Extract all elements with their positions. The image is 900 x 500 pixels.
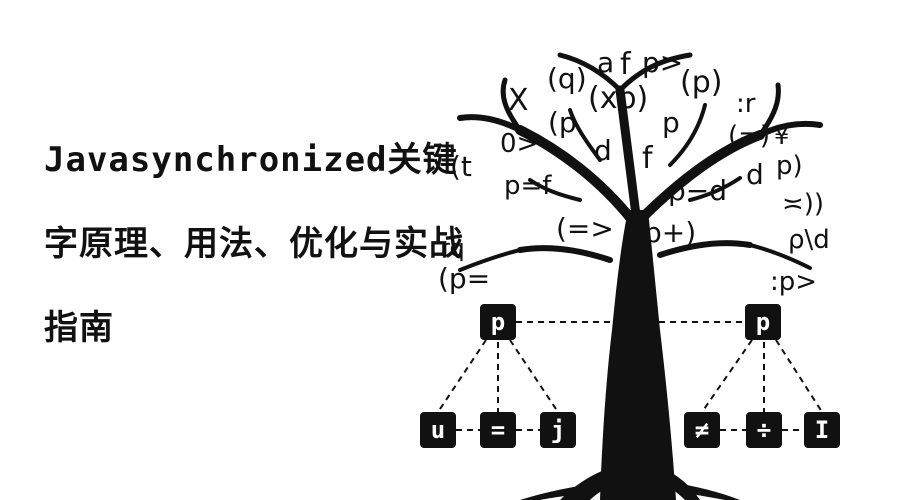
child-node-label: ÷: [757, 416, 771, 444]
child-node: u: [420, 412, 456, 448]
canopy-symbol: f: [620, 47, 632, 82]
right-parent-node: p: [745, 304, 781, 340]
canopy-symbol: (p=: [438, 262, 490, 295]
canopy-symbol: (t: [450, 150, 472, 183]
article-title: Javasynchronized关键 字原理、用法、优化与实战 指南: [44, 118, 564, 370]
canopy-symbol: :p>: [770, 267, 817, 297]
child-node-label: ≠: [695, 416, 709, 444]
canopy-symbol: (q): [547, 62, 587, 95]
canopy-symbol: p: [662, 106, 680, 139]
child-node-label: j: [551, 416, 565, 444]
canopy-symbol: d: [594, 134, 612, 167]
child-node: =: [480, 412, 516, 448]
canopy-symbol: d: [746, 158, 764, 191]
canopy-symbol: :r: [736, 89, 756, 119]
canopy-symbol: p−d: [668, 174, 727, 207]
tree-trunk: [520, 210, 740, 500]
canopy-symbol: ρ\d: [788, 225, 830, 255]
canopy-symbol: (xp): [588, 81, 648, 116]
title-line-1: Javasynchronized关键: [44, 140, 458, 180]
canopy-symbol: p=f: [504, 171, 552, 201]
canopy-symbol: p+): [644, 216, 696, 249]
child-node-label: I: [815, 416, 829, 444]
title-line-2: 字原理、用法、优化与实战: [44, 224, 464, 264]
canopy-symbols: (q) a f p> (p) X (xp) (p :r p (=) ¥ d f …: [438, 46, 830, 297]
canopy-symbol: p>: [642, 46, 683, 79]
right-child-nodes: ≠ ÷ I: [684, 412, 840, 448]
left-parent-node: p: [480, 304, 516, 340]
tree-branches: [457, 52, 823, 272]
child-node-label: u: [431, 416, 445, 444]
canopy-symbol: 0>: [500, 129, 538, 159]
canopy-symbol: a: [597, 46, 614, 79]
canopy-symbol: (p): [680, 65, 722, 100]
canopy-symbol: ≍)): [782, 189, 824, 219]
canopy-symbol: p): [776, 151, 803, 181]
canopy-symbol: (=): [728, 121, 770, 151]
canopy-symbol: (=>: [556, 212, 614, 245]
canopy-symbol: ¥: [774, 122, 789, 150]
canopy-symbol: rq: [440, 234, 465, 262]
child-node: j: [540, 412, 576, 448]
canopy-symbol: X: [508, 83, 529, 118]
tree-connectors: [437, 321, 823, 431]
title-line-3: 指南: [44, 308, 114, 348]
left-parent-node-label: p: [491, 308, 505, 336]
child-node: I: [804, 412, 840, 448]
left-child-nodes: u = j: [420, 412, 576, 448]
right-parent-node-label: p: [756, 308, 770, 336]
child-node: ≠: [684, 412, 720, 448]
child-node-label: =: [491, 416, 505, 444]
canopy-symbol: (p: [548, 106, 577, 139]
canopy-symbol: f: [642, 141, 654, 176]
child-node: ÷: [746, 412, 782, 448]
